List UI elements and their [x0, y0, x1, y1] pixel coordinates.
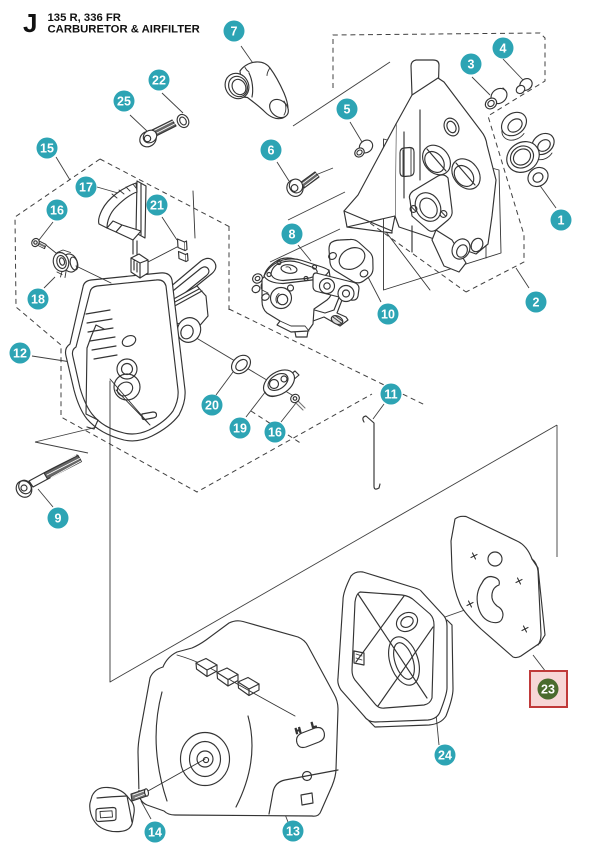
svg-text:8: 8	[289, 228, 296, 242]
svg-text:2: 2	[533, 296, 540, 310]
svg-text:18: 18	[31, 293, 45, 307]
svg-text:7: 7	[231, 25, 238, 39]
svg-text:6: 6	[268, 144, 275, 158]
svg-text:J: J	[23, 8, 37, 38]
svg-text:20: 20	[205, 399, 219, 413]
svg-text:16: 16	[268, 426, 282, 440]
svg-text:3: 3	[468, 58, 475, 72]
svg-text:4: 4	[500, 42, 507, 56]
svg-text:13: 13	[286, 825, 300, 839]
svg-text:12: 12	[13, 347, 27, 361]
svg-text:CARBURETOR & AIRFILTER: CARBURETOR & AIRFILTER	[48, 24, 200, 36]
svg-text:24: 24	[438, 749, 452, 763]
svg-text:19: 19	[233, 422, 247, 436]
svg-text:23: 23	[541, 683, 555, 697]
svg-text:9: 9	[55, 512, 62, 526]
svg-text:10: 10	[381, 308, 395, 322]
svg-text:15: 15	[40, 142, 54, 156]
svg-text:22: 22	[152, 74, 166, 88]
svg-text:11: 11	[384, 388, 397, 402]
svg-text:17: 17	[79, 181, 93, 195]
svg-text:135 R, 336 FR: 135 R, 336 FR	[48, 12, 121, 24]
svg-text:1: 1	[558, 214, 565, 228]
svg-text:25: 25	[117, 95, 131, 109]
svg-text:14: 14	[148, 826, 162, 840]
svg-text:16: 16	[50, 204, 64, 218]
svg-text:H: H	[294, 726, 302, 736]
svg-text:L: L	[310, 720, 317, 730]
svg-text:5: 5	[344, 103, 351, 117]
svg-text:21: 21	[150, 199, 164, 213]
